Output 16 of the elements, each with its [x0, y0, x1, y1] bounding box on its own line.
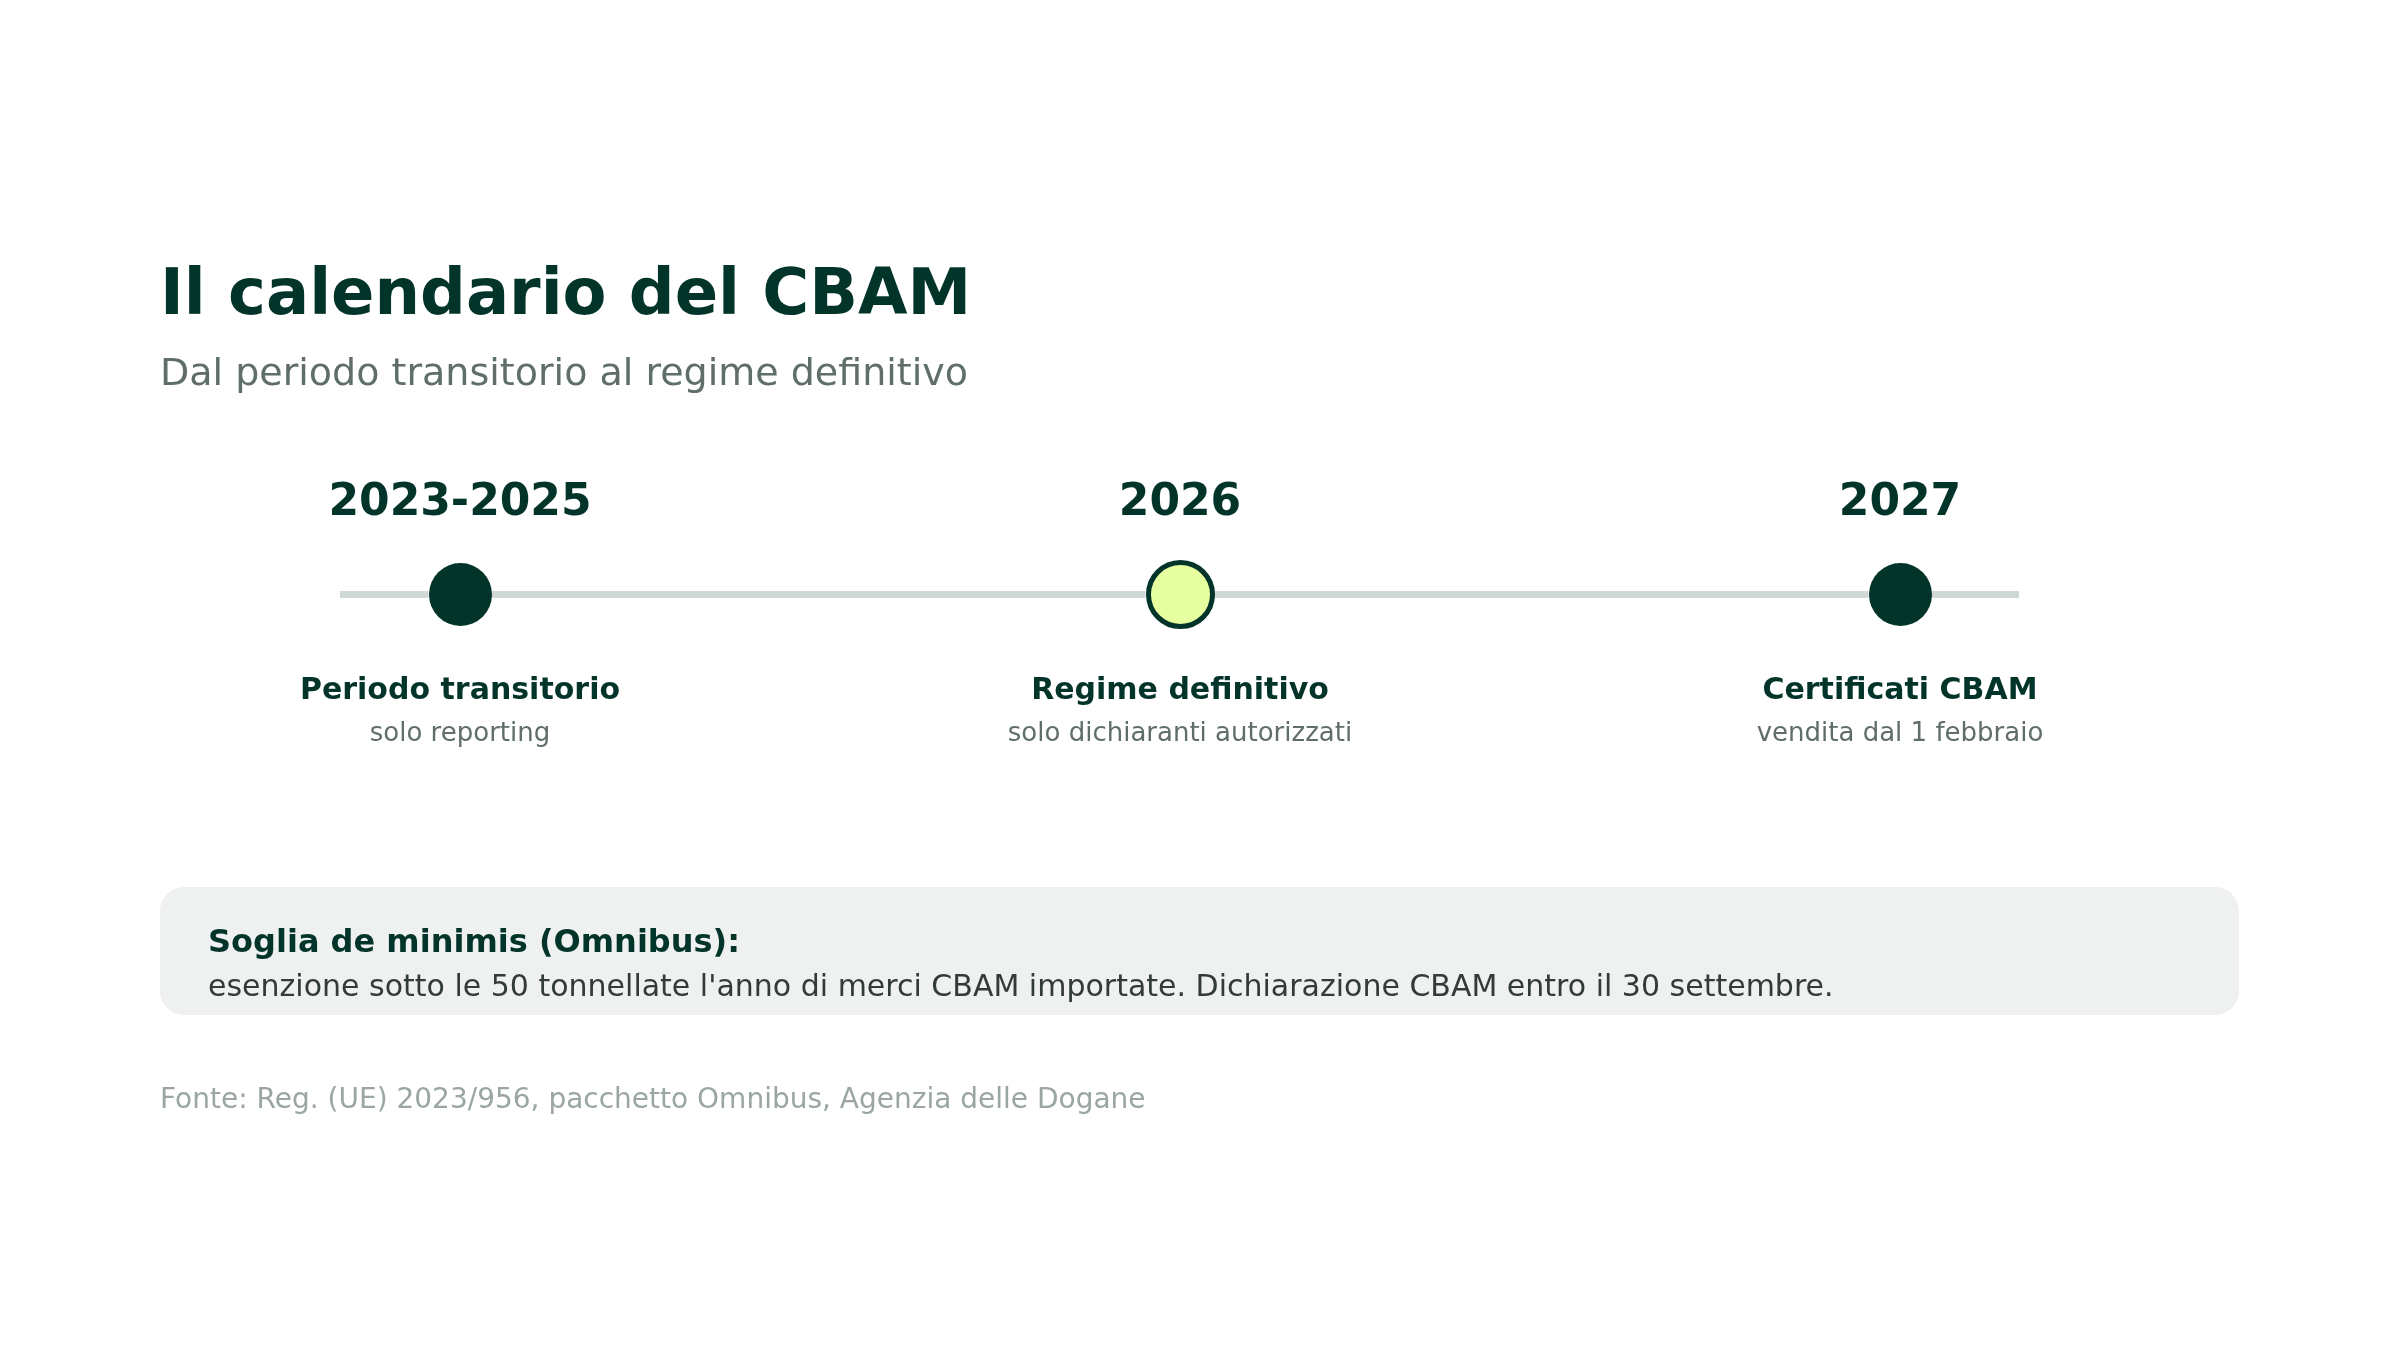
milestone-title: Certificati CBAM	[1762, 670, 2038, 707]
milestone-title: Periodo transitorio	[299, 670, 621, 707]
subtitle: Dal periodo transitorio al regime definitivo	[160, 350, 968, 396]
milestone-description: vendita dal 1 febbraio	[1756, 717, 2044, 749]
timeline-line	[491, 591, 1146, 598]
source-note: Fonte: Reg. (UE) 2023/956, pacchetto Omnibus, Agenzia delle Dogane	[160, 1082, 1146, 1116]
year-label: 2027	[1838, 474, 1962, 527]
milestone-description: solo reporting	[369, 717, 551, 749]
title: Il calendario del CBAM	[160, 254, 972, 331]
timeline-line	[1214, 591, 1869, 598]
note-text: esenzione sotto le 50 tonnellate l'anno di merci CBAM importate. Dichiarazione CBAM entro il 30 settembre.	[208, 967, 1834, 1004]
year-label: 2023-2025	[328, 474, 592, 527]
note-heading: Soglia de minimis (Omnibus):	[208, 921, 740, 961]
year-label: 2026	[1118, 474, 1242, 527]
milestone-description: solo dichiaranti autorizzati	[1007, 717, 1353, 749]
milestone-title: Regime definitivo	[1031, 670, 1329, 707]
